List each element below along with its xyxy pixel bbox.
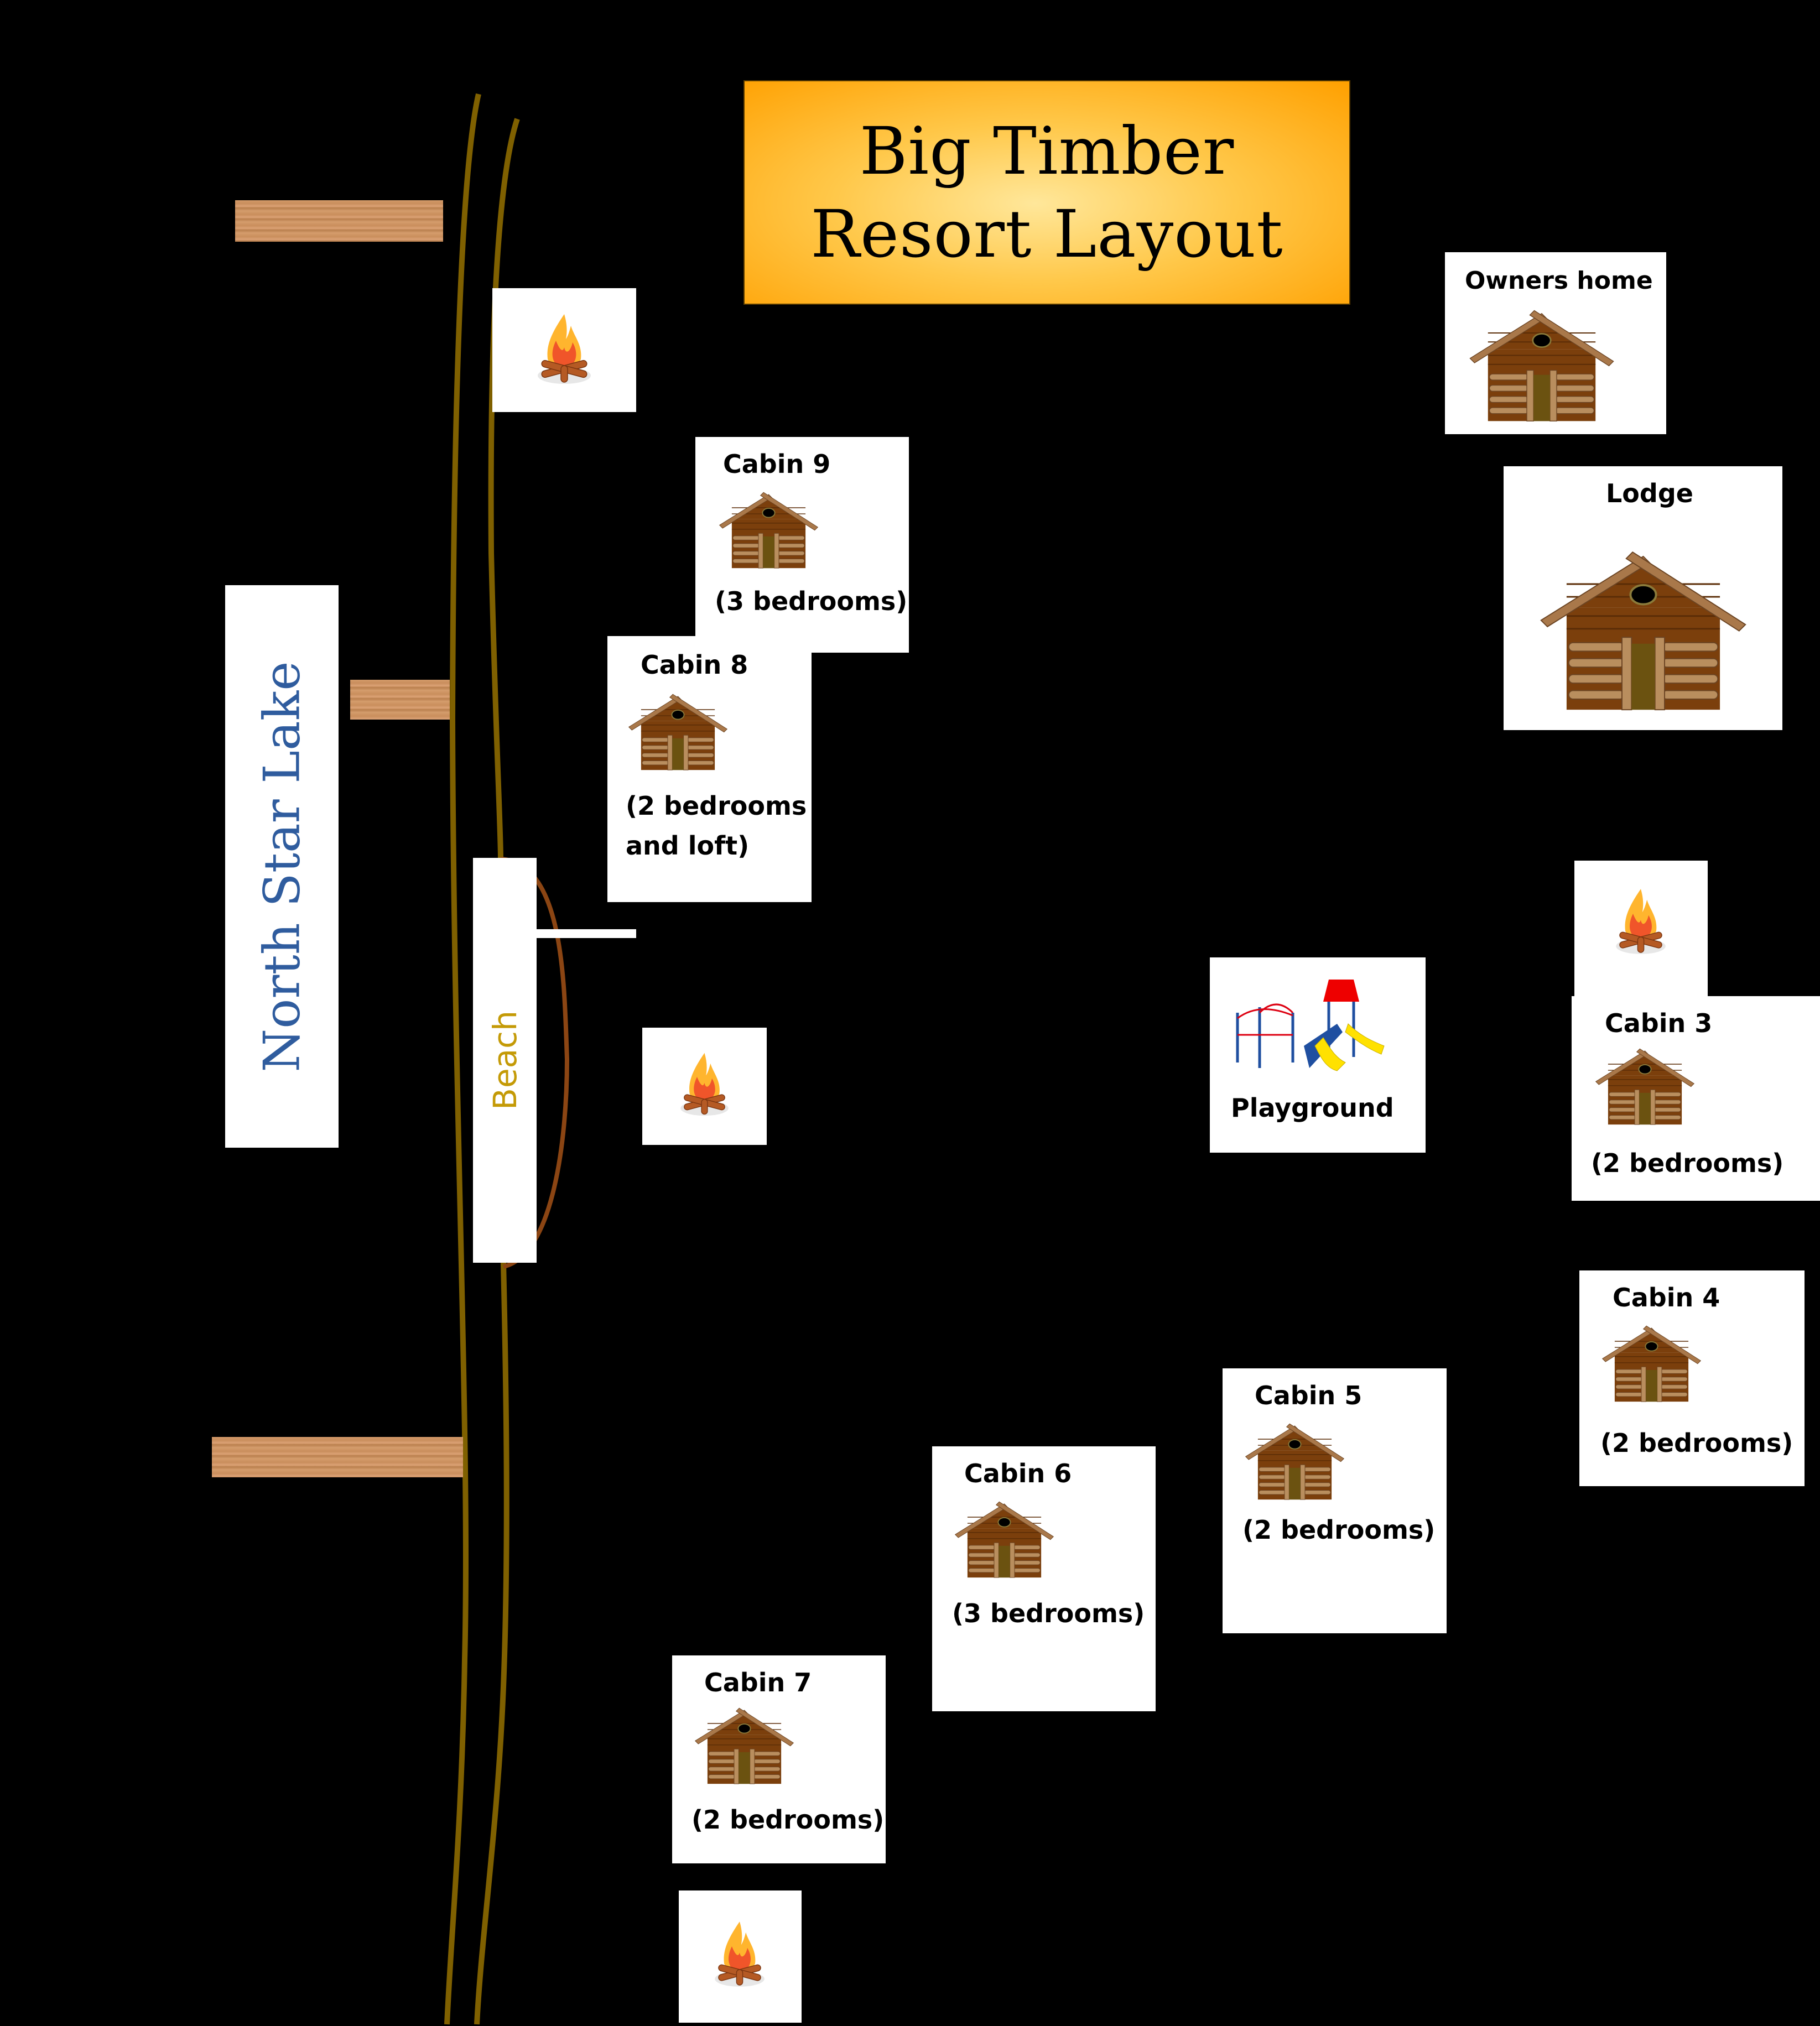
cabin-5-bedrooms: (2 bedrooms) (1242, 1515, 1436, 1545)
campfire-card-south (679, 1890, 802, 2023)
campfire-icon (523, 299, 606, 399)
beach-arc (500, 857, 570, 1269)
dock-middle (350, 680, 450, 720)
beach-label: Beach (486, 1011, 524, 1110)
cabin-6[interactable]: Cabin 6 (3 bedrooms) (932, 1446, 1156, 1711)
cabin-icon (693, 1702, 795, 1785)
cabin-8[interactable]: Cabin 8 (2 bedrooms and loft) (607, 636, 812, 902)
cabin-6-label: Cabin 6 (964, 1459, 1072, 1488)
playground[interactable]: Playground (1210, 957, 1426, 1153)
cabin-3-bedrooms: (2 bedrooms) (1591, 1148, 1784, 1178)
cabin-icon (627, 689, 729, 772)
title-line2: Resort Layout (810, 196, 1283, 272)
cabin-icon (1467, 302, 1616, 424)
cabin-3-label: Cabin 3 (1605, 1008, 1713, 1038)
lodge-label: Lodge (1606, 478, 1693, 508)
cabin-3[interactable]: Cabin 3 (2 bedrooms) (1572, 996, 1820, 1201)
cabin-7-bedrooms: (2 bedrooms) (691, 1805, 885, 1835)
cabin-9[interactable]: Cabin 9 (3 bedrooms) (695, 437, 909, 653)
title-line1: Big Timber (859, 113, 1235, 189)
cabin-icon (953, 1496, 1055, 1579)
dock-bottom (212, 1437, 463, 1477)
shoreline-left (444, 93, 481, 2025)
owners-home-label: Owners home (1465, 267, 1653, 295)
cabin-5[interactable]: Cabin 5 (2 bedrooms) (1223, 1368, 1447, 1633)
cabin-icon (717, 487, 820, 570)
cabin-8-bedrooms-line1: (2 bedrooms (626, 791, 807, 821)
lake-label-box: North Star Lake (225, 585, 339, 1148)
cabin-7[interactable]: Cabin 7 (2 bedrooms) (672, 1655, 886, 1863)
playground-label: Playground (1231, 1093, 1394, 1123)
cabin-icon (1594, 1043, 1696, 1126)
cabin-icon (1600, 1320, 1703, 1403)
campfire-card-east (1574, 861, 1708, 996)
cabin-6-bedrooms: (3 bedrooms) (952, 1598, 1145, 1628)
cabin-9-label: Cabin 9 (723, 449, 831, 479)
beach-label-box: Beach (473, 858, 537, 1263)
cabin-5-label: Cabin 5 (1255, 1381, 1363, 1410)
cabin-7-label: Cabin 7 (704, 1668, 812, 1697)
cabin-4[interactable]: Cabin 4 (2 bedrooms) (1579, 1270, 1805, 1486)
cabin-4-bedrooms: (2 bedrooms) (1600, 1428, 1793, 1458)
shoreline-right (474, 118, 520, 2025)
cabin-4-label: Cabin 4 (1613, 1283, 1720, 1313)
campfire-card-beach (642, 1028, 767, 1145)
cabin-icon (1244, 1418, 1346, 1501)
campfire-icon (1602, 872, 1679, 971)
cabin-8-label: Cabin 8 (641, 650, 748, 680)
owners-home[interactable]: Owners home (1445, 252, 1666, 434)
campfire-icon (667, 1036, 742, 1133)
lodge[interactable]: Lodge (1504, 466, 1782, 730)
map-title: Big Timber Resort Layout (743, 80, 1350, 305)
path-line (537, 929, 636, 938)
campfire-icon (701, 1904, 778, 2004)
campfire-card-north (492, 288, 636, 412)
dock-top (235, 200, 443, 242)
cabin-icon (1537, 538, 1750, 715)
cabin-8-bedrooms-line2: and loft) (626, 831, 750, 861)
lake-label: North Star Lake (253, 660, 311, 1072)
playground-icon (1236, 980, 1385, 1071)
cabin-9-bedrooms: (3 bedrooms) (715, 586, 908, 616)
